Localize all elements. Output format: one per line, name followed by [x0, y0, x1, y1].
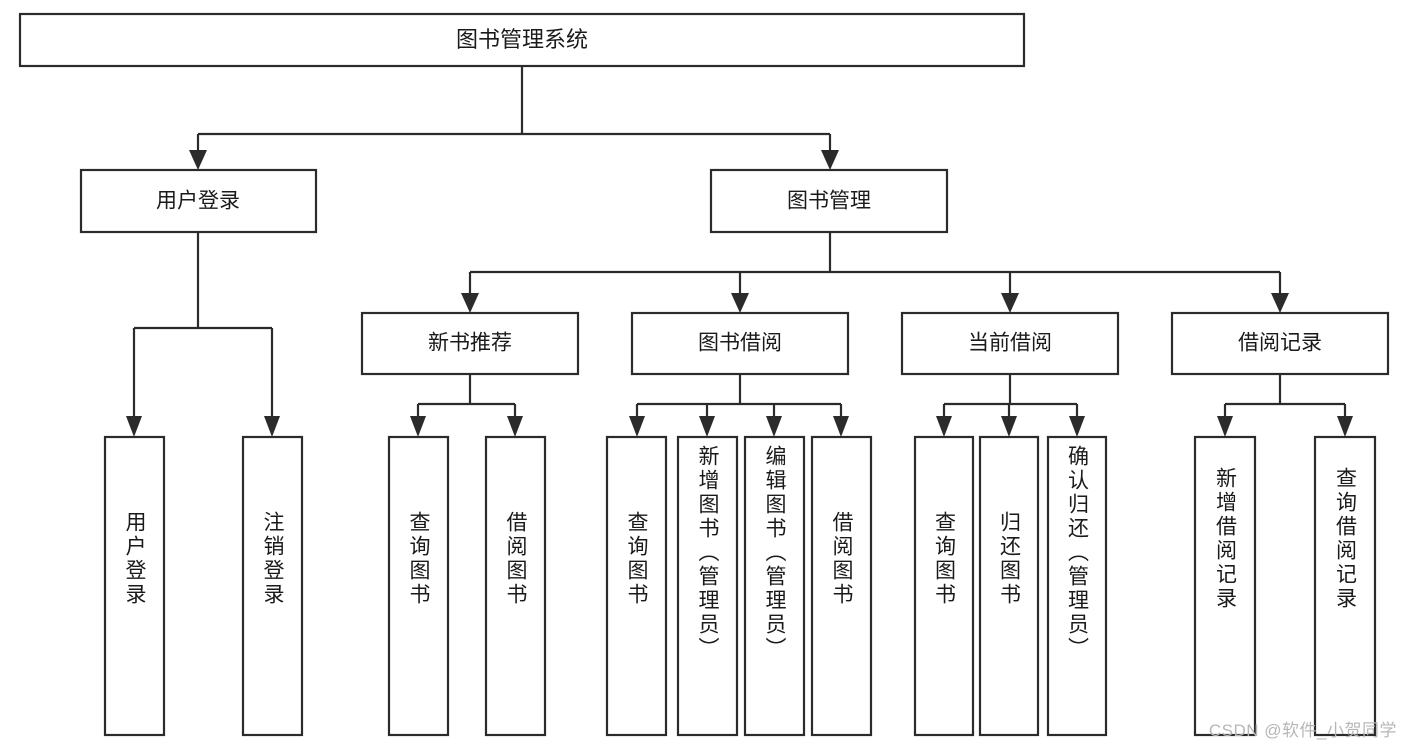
node-layer: 图书管理系统 用户登录 图书管理 新书推荐 图书借阅 当前 [18, 12, 1390, 737]
arrowhead-bookborrow-leaf-4 [833, 416, 849, 437]
node-current-borrow-box[interactable] [900, 311, 1120, 376]
node-new-book-rec-box[interactable] [360, 311, 580, 376]
arrowhead-bookborrow-leaf-2 [699, 416, 715, 437]
node-user-login-label: 用户登录 [156, 190, 240, 213]
node-book-manage[interactable]: 图书管理 [709, 168, 949, 234]
arrowhead-new-book [461, 293, 479, 313]
arrowhead-leaf-user-login [126, 416, 142, 437]
leaf-box-logout[interactable] [241, 435, 304, 737]
node-user-login-box[interactable] [79, 168, 318, 234]
arrowhead-newbook-leaf-1 [410, 416, 426, 437]
node-current-borrow[interactable]: 当前借阅 [900, 311, 1120, 376]
leaf-box-br-query[interactable] [1313, 435, 1377, 737]
arrowhead-current-leaf-1 [936, 416, 952, 437]
leaf-box-bb-query[interactable] [605, 435, 668, 737]
arrowhead-bookborrow-leaf-3 [766, 416, 782, 437]
csdn-watermark: CSDN @软件_小贺同学 [1208, 721, 1397, 740]
node-current-borrow-label: 当前借阅 [968, 332, 1052, 355]
arrowhead-book-borrow [731, 293, 749, 313]
leaf-box-cb-return[interactable] [978, 435, 1040, 737]
leaf-box-cb-query[interactable] [913, 435, 975, 737]
arrowhead-newbook-leaf-2 [507, 416, 523, 437]
arrowhead-book-manage [821, 150, 839, 170]
arrowhead-leaf-logout [264, 416, 280, 437]
leaf-box-newbook-query[interactable] [387, 435, 450, 737]
arrowhead-current-borrow [1001, 293, 1019, 313]
leaf-box-bb-edit[interactable] [743, 435, 806, 737]
node-book-borrow-box[interactable] [630, 311, 850, 376]
node-book-borrow-label: 图书借阅 [698, 332, 782, 355]
arrowhead-record-leaf-2 [1337, 416, 1353, 437]
node-root-box[interactable] [18, 12, 1026, 68]
node-book-borrow[interactable]: 图书借阅 [630, 311, 850, 376]
arrowhead-current-leaf-2 [1001, 416, 1017, 437]
arrowhead-current-leaf-3 [1069, 416, 1085, 437]
connector-layer [126, 66, 1353, 437]
leaf-box-newbook-borrow[interactable] [484, 435, 547, 737]
leaf-box-cb-confirm[interactable] [1046, 435, 1108, 737]
leaf-box-user-login[interactable] [103, 435, 166, 737]
node-borrow-record-label: 借阅记录 [1238, 332, 1322, 355]
leaf-box-bb-add[interactable] [676, 435, 739, 737]
node-borrow-record[interactable]: 借阅记录 [1170, 311, 1390, 376]
arrowhead-bookborrow-leaf-1 [629, 416, 645, 437]
node-user-login[interactable]: 用户登录 [79, 168, 318, 234]
arrowhead-user-login [189, 150, 207, 170]
arrowhead-borrow-record [1271, 293, 1289, 313]
leaf-box-br-add[interactable] [1193, 435, 1257, 737]
node-book-manage-box[interactable] [709, 168, 949, 234]
leaf-box-bb-borrow[interactable] [810, 435, 873, 737]
node-borrow-record-box[interactable] [1170, 311, 1390, 376]
node-book-manage-label: 图书管理 [787, 190, 871, 213]
arrowhead-record-leaf-1 [1217, 416, 1233, 437]
node-new-book-rec-label: 新书推荐 [428, 332, 512, 355]
node-root-label: 图书管理系统 [456, 27, 588, 52]
node-root[interactable]: 图书管理系统 [18, 12, 1026, 68]
node-new-book-rec[interactable]: 新书推荐 [360, 311, 580, 376]
